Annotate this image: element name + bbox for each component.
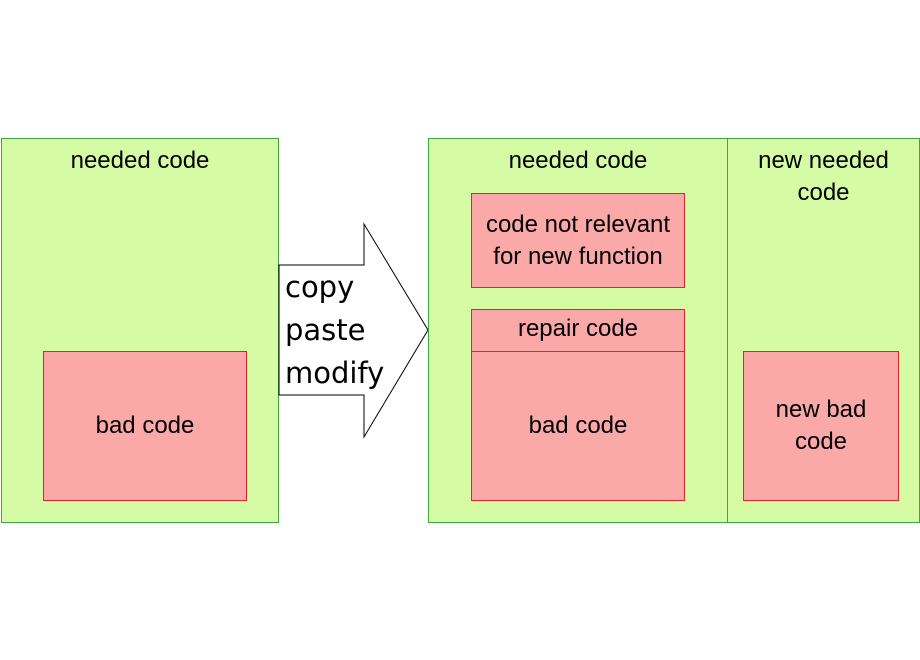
repair-code-label: repair code <box>517 315 639 342</box>
left-bad-code-box: bad code <box>43 351 247 501</box>
repair-code-box: repair code <box>471 309 685 352</box>
new-needed-code-label: new needed code <box>758 147 889 206</box>
code-not-relevant-box: code not relevant for new function <box>471 193 685 288</box>
new-bad-code-box: new bad code <box>743 351 899 501</box>
arrow-text-modify: modify <box>285 356 385 390</box>
arrow-text-copy: copy <box>285 270 355 304</box>
left-needed-code-label: needed code <box>70 147 210 174</box>
left-bad-code-label: bad code <box>95 412 195 439</box>
right-bad-code-label: bad code <box>528 412 628 439</box>
code-not-relevant-label: code not relevant for new function <box>485 210 671 270</box>
right-bad-code-box: bad code <box>471 351 685 501</box>
new-bad-code-label: new bad code <box>775 396 867 455</box>
arrow-text-paste: paste <box>285 313 366 347</box>
right-needed-code-label: needed code <box>508 147 648 174</box>
